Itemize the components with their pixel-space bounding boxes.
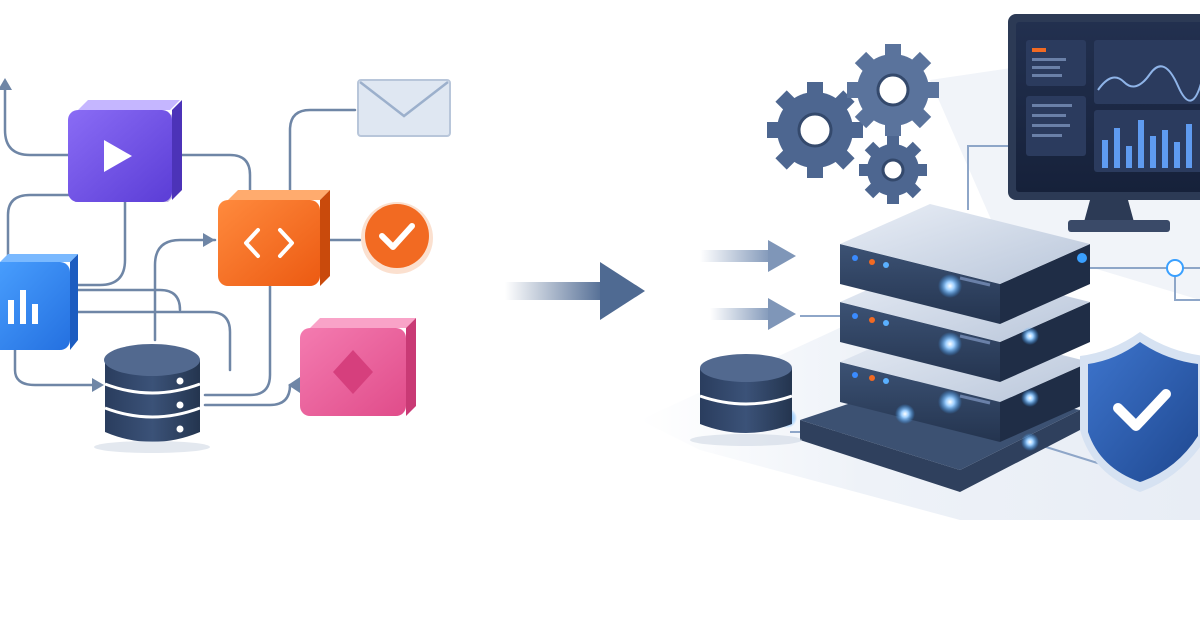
play-tile [68, 100, 182, 202]
arrowhead-left [288, 377, 300, 393]
node-glow [1021, 389, 1039, 407]
diamond-icon [333, 350, 373, 394]
play-icon [104, 140, 132, 172]
gear-icon [767, 82, 863, 178]
gear-icon [859, 136, 927, 204]
envelope-icon [357, 79, 451, 137]
arrowhead-up [0, 78, 12, 90]
shield-check-icon [1080, 332, 1200, 492]
check-circle [361, 202, 433, 274]
node-dot [1077, 253, 1087, 263]
screen-bar-chart [1102, 120, 1192, 168]
dashboard-screen [1026, 40, 1200, 172]
network-nodes [777, 253, 1184, 451]
workflow-diagram [0, 78, 451, 453]
check-icon [1113, 389, 1171, 431]
connector-arrowheads [0, 78, 300, 393]
incoming-arrows [700, 240, 796, 330]
node-glow [938, 332, 962, 356]
chart-tile [0, 254, 78, 350]
node-glow [1021, 433, 1039, 451]
transition-arrow [505, 262, 645, 320]
arrowhead-right [203, 233, 215, 247]
node-glow [1021, 327, 1039, 345]
code-tile [218, 190, 330, 286]
infrastructure-scene [640, 14, 1200, 520]
bar-chart-icon [8, 290, 38, 324]
diamond-tile [300, 318, 416, 416]
arrowhead-right [92, 378, 104, 392]
check-icon [379, 223, 415, 250]
monitor-icon [1008, 14, 1200, 232]
database-icon [94, 344, 210, 453]
node-glow [895, 404, 915, 424]
database-icon [690, 354, 802, 446]
gear-icon [847, 44, 939, 136]
server-rack-icon [800, 204, 1090, 492]
node-glow [938, 274, 962, 298]
node-glow [938, 390, 962, 414]
code-brackets-icon [244, 228, 294, 258]
node-dot [1166, 259, 1184, 277]
